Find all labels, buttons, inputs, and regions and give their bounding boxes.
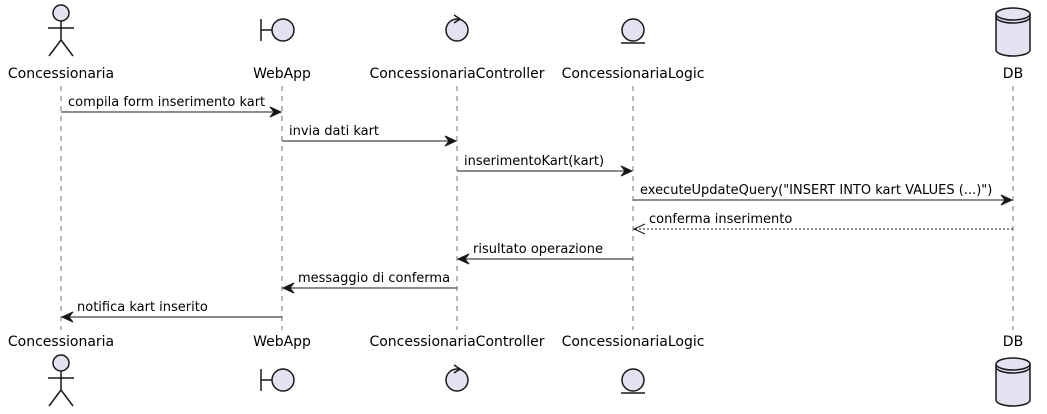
participant-label: DB (1003, 66, 1023, 82)
participant-controller-top: ConcessionariaController (369, 14, 545, 82)
participant-logic-bottom: ConcessionariaLogic (562, 334, 705, 394)
arrowhead-filled (456, 253, 470, 265)
control-icon (445, 14, 469, 42)
message-label: invia dati kart (289, 124, 379, 139)
lifelines (60, 86, 1014, 330)
participant-label: ConcessionariaLogic (562, 334, 705, 350)
message: conferma inserimento (632, 212, 1013, 235)
participant-concessionaria-top: Concessionaria (8, 4, 114, 82)
database-icon (995, 7, 1031, 57)
arrowhead-filled (60, 311, 74, 323)
participant-label: Concessionaria (8, 66, 114, 82)
message: notifica kart inserito (60, 300, 282, 323)
message-label: messaggio di conferma (298, 271, 450, 286)
message: executeUpdateQuery("INSERT INTO kart VAL… (633, 183, 1014, 206)
participant-label: ConcessionariaController (369, 66, 544, 82)
participant-label: ConcessionariaController (369, 334, 544, 350)
message-label: risultato operazione (473, 242, 603, 257)
messages: compila form inserimento kart invia dati … (60, 95, 1014, 323)
participant-webapp-top: WebApp (253, 18, 311, 82)
participant-controller-bottom: ConcessionariaController (369, 334, 545, 392)
entity-icon (621, 18, 645, 44)
participant-db-top: DB (995, 7, 1031, 82)
arrowhead-filled (281, 282, 295, 294)
participant-label: WebApp (253, 66, 311, 82)
message-label: conferma inserimento (649, 212, 792, 227)
arrowhead-filled (444, 135, 458, 147)
participant-label: DB (1003, 334, 1023, 350)
message-label: executeUpdateQuery("INSERT INTO kart VAL… (640, 183, 992, 198)
actor-icon (48, 4, 74, 57)
arrowhead-filled (620, 165, 634, 177)
participant-label: WebApp (253, 334, 311, 350)
boundary-icon (260, 368, 295, 392)
control-icon (445, 364, 469, 392)
actor-icon (48, 354, 74, 407)
message-label: inserimentoKart(kart) (464, 154, 604, 169)
participants-bottom: Concessionaria WebApp ConcessionariaContro… (8, 334, 1031, 407)
message: risultato operazione (456, 242, 633, 265)
entity-icon (621, 368, 645, 394)
arrowhead-filled (269, 106, 283, 118)
boundary-icon (260, 18, 295, 42)
participant-label: Concessionaria (8, 334, 114, 350)
message-label: notifica kart inserito (77, 300, 208, 315)
participant-concessionaria-bottom: Concessionaria (8, 334, 114, 407)
message: invia dati kart (282, 124, 458, 147)
participant-logic-top: ConcessionariaLogic (562, 18, 705, 82)
participant-db-bottom: DB (995, 334, 1031, 407)
arrowhead-open (632, 223, 646, 235)
database-icon (995, 357, 1031, 407)
participant-webapp-bottom: WebApp (253, 334, 311, 392)
message: messaggio di conferma (281, 271, 457, 294)
message: inserimentoKart(kart) (457, 154, 634, 177)
participants-top: Concessionaria WebApp ConcessionariaContro… (8, 4, 1031, 82)
message: compila form inserimento kart (61, 95, 283, 118)
arrowhead-filled (1000, 194, 1014, 206)
message-label: compila form inserimento kart (68, 95, 265, 110)
participant-label: ConcessionariaLogic (562, 66, 705, 82)
